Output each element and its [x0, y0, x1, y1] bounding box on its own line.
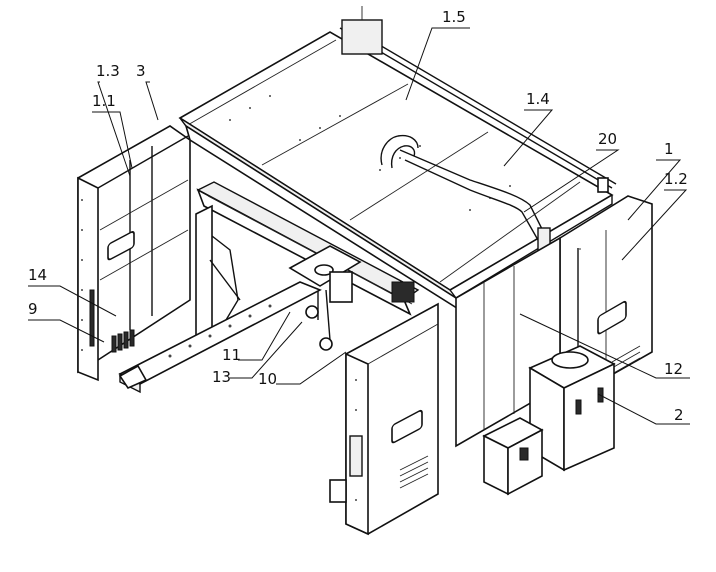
top-rail [339, 6, 617, 189]
carriage [288, 245, 362, 351]
label-3: 3 [136, 62, 146, 80]
label-1-5: 1.5 [442, 8, 466, 26]
control-box [482, 417, 544, 496]
label-20: 20 [598, 130, 617, 148]
label-1-4: 1.4 [526, 90, 550, 108]
leader-lines [28, 27, 690, 425]
base-rail [111, 281, 322, 394]
label-9: 9 [28, 300, 38, 318]
label-1-1: 1.1 [92, 92, 116, 110]
label-2: 2 [674, 406, 684, 424]
label-1: 1 [664, 140, 674, 158]
label-1-3: 1.3 [96, 62, 120, 80]
front-panel [329, 302, 439, 536]
label-12: 12 [664, 360, 683, 378]
gantry [195, 181, 420, 346]
label-11: 11 [222, 346, 241, 364]
label-1-2: 1.2 [664, 170, 688, 188]
right-side-panel [559, 177, 653, 395]
label-10: 10 [258, 370, 277, 388]
label-13: 13 [212, 368, 231, 386]
callout-labels: 1.5 1.3 3 1.1 1.4 20 1 1.2 14 9 11 13 10… [28, 8, 688, 424]
label-14: 14 [28, 266, 47, 284]
